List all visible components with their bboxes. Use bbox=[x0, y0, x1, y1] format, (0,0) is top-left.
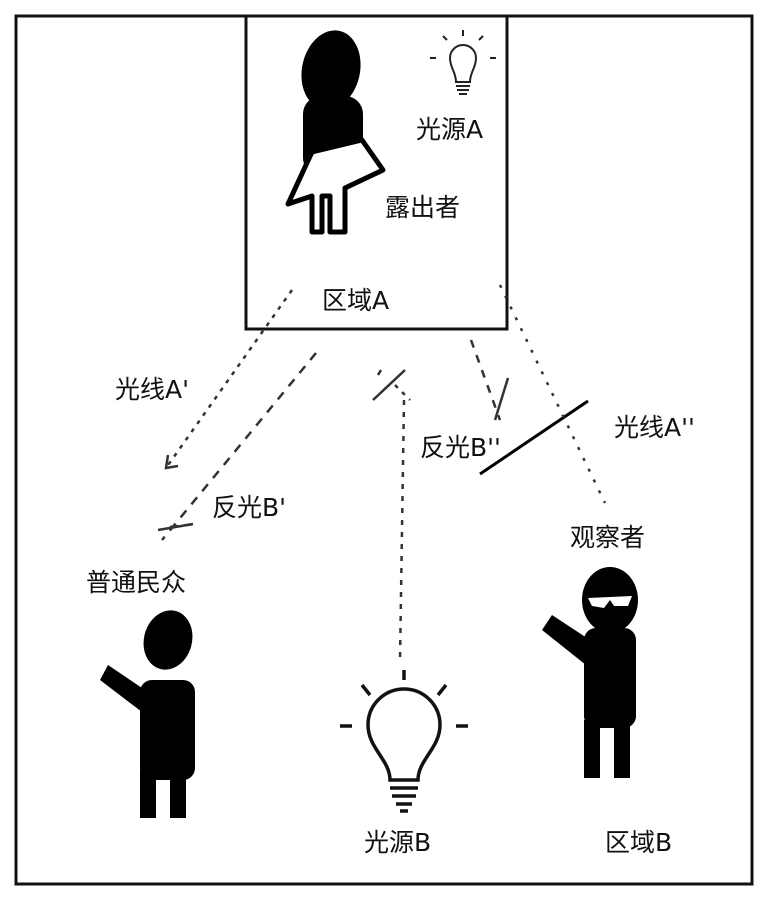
observer-figure bbox=[542, 567, 638, 778]
outer-frame bbox=[14, 14, 754, 886]
reflection-b-prime bbox=[161, 352, 317, 541]
region-b-label: 区域B bbox=[605, 828, 673, 857]
ray-a-prime-label: 光线A' bbox=[115, 375, 189, 404]
ray-a-prime bbox=[164, 289, 294, 469]
ray-a-double-prime-label: 光线A'' bbox=[614, 413, 695, 442]
light-bulb-a-icon bbox=[430, 30, 496, 95]
light-source-a-label: 光源A bbox=[416, 115, 484, 144]
mirror-line bbox=[479, 399, 589, 476]
region-a-label: 区域A bbox=[322, 286, 390, 315]
public-label: 普通民众 bbox=[86, 568, 187, 597]
observer-label: 观察者 bbox=[570, 523, 646, 552]
reflection-b-double-prime-label: 反光B'' bbox=[420, 433, 501, 462]
public-figure bbox=[100, 610, 195, 818]
region-a-box bbox=[244, 14, 509, 331]
reflection-b-vertical bbox=[398, 399, 406, 661]
light-bulb-b-icon bbox=[340, 670, 468, 813]
reflection-b-double-prime-ray bbox=[469, 339, 502, 421]
light-source-b-label: 光源B bbox=[364, 828, 432, 857]
ray-a-prime-arrow bbox=[164, 454, 179, 470]
exposer-figure bbox=[285, 30, 386, 235]
exposer-label: 露出者 bbox=[385, 193, 461, 222]
ray-a-double-prime bbox=[498, 284, 607, 504]
reflection-b-prime-label: 反光B' bbox=[212, 493, 287, 522]
